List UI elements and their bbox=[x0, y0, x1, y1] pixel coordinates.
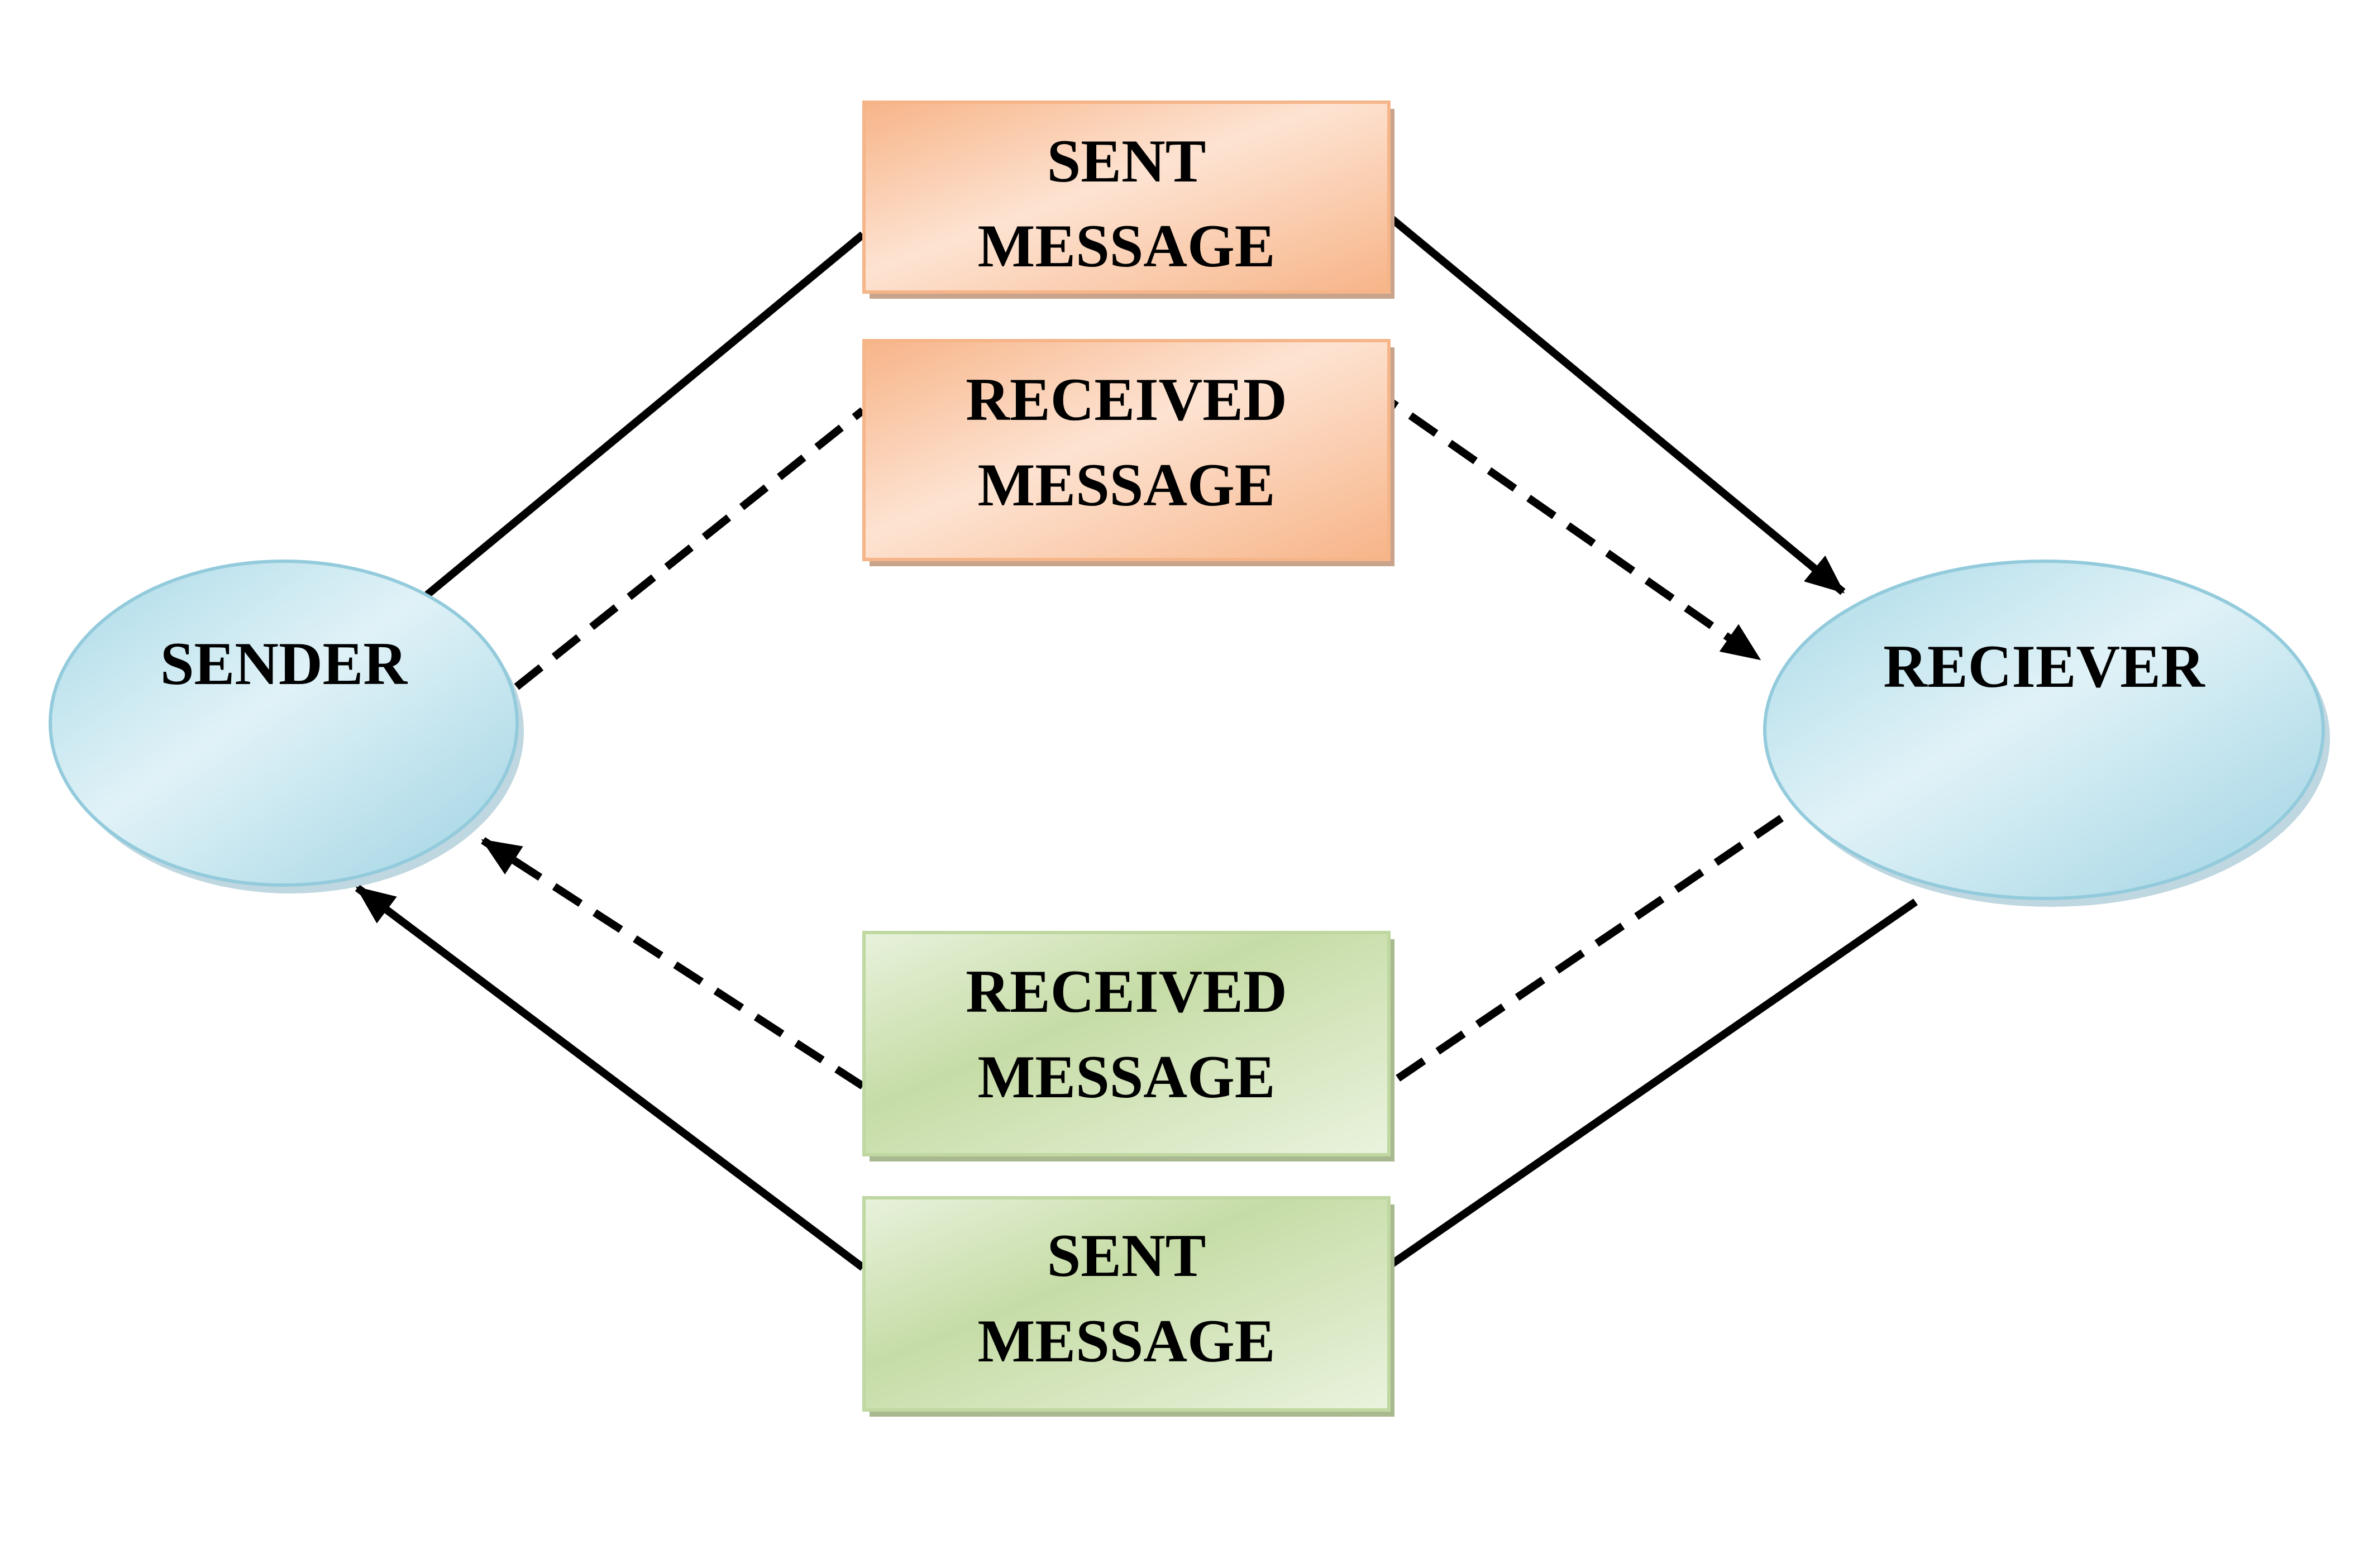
top-received-line1: RECEIVED bbox=[966, 366, 1287, 433]
edge-sender-to-top-sent bbox=[424, 231, 866, 598]
edge-bottom-received-to-sender bbox=[481, 837, 865, 1089]
edge-receiver-to-bottom-sent bbox=[1388, 898, 1918, 1268]
edge-top-sent-to-receiver bbox=[1388, 214, 1846, 595]
bottom-received-line2: MESSAGE bbox=[977, 1043, 1275, 1111]
bottom-sent-line2: MESSAGE bbox=[977, 1307, 1275, 1375]
bottom-received-message-box: RECEIVED MESSAGE bbox=[862, 931, 1394, 1161]
receiver-label: RECIEVER bbox=[1883, 633, 2205, 700]
top-received-message-box: RECEIVED MESSAGE bbox=[862, 339, 1394, 566]
edge-receiver-to-bottom-received bbox=[1388, 815, 1784, 1087]
edge-top-received-to-receiver bbox=[1368, 385, 1762, 662]
receiver-node: RECIEVER bbox=[1763, 560, 2330, 907]
top-sent-line1: SENT bbox=[1047, 127, 1206, 195]
sender-node: SENDER bbox=[49, 560, 524, 893]
edge-sender-to-top-received bbox=[514, 407, 866, 690]
sender-label: SENDER bbox=[160, 630, 408, 697]
edge-bottom-sent-to-sender bbox=[355, 885, 866, 1271]
top-received-line2: MESSAGE bbox=[977, 451, 1275, 519]
edges bbox=[355, 214, 1918, 1271]
top-sent-message-box: SENT MESSAGE bbox=[862, 101, 1394, 299]
bottom-received-line1: RECEIVED bbox=[966, 958, 1287, 1025]
bottom-sent-line1: SENT bbox=[1047, 1222, 1206, 1289]
top-sent-line2: MESSAGE bbox=[977, 212, 1275, 280]
bottom-sent-message-box: SENT MESSAGE bbox=[862, 1196, 1394, 1417]
